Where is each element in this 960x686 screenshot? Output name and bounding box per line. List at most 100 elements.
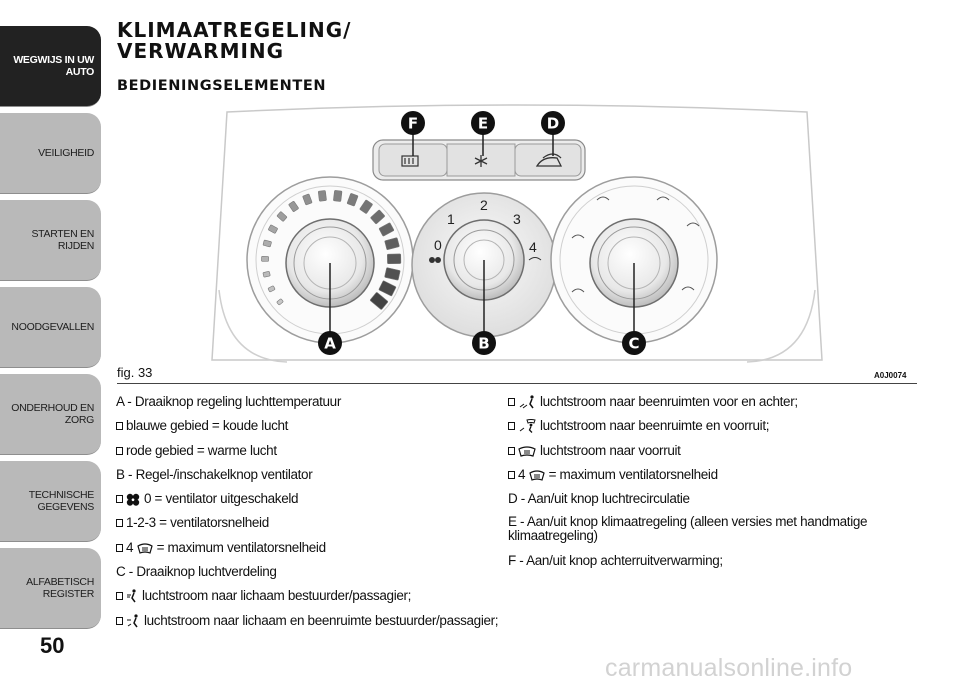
temperature-scale-segment <box>384 237 400 250</box>
temperature-scale-segment <box>288 201 299 212</box>
callout-b: B <box>478 335 489 353</box>
item-c-max: 4 = maximum ventilatorsnelheid <box>508 463 908 487</box>
temperature-scale-segment <box>378 280 397 297</box>
tab-veiligheid[interactable]: VEILIGHEID <box>0 113 101 194</box>
callout-f-marker <box>401 111 425 135</box>
airflow-body-icon <box>126 589 138 603</box>
temperature-scale-segment <box>370 209 385 225</box>
snowflake-icon <box>474 155 488 167</box>
temperature-scale-segment <box>333 190 343 202</box>
figure-code: A0J0074 <box>874 371 907 380</box>
item-d: D - Aan/uit knop luchtrecirculatie <box>508 491 690 507</box>
tab-label: ALFABETISCH REGISTER <box>26 576 94 600</box>
checkbox-bullet <box>116 422 123 431</box>
item-b-max: 4 = maximum ventilatorsnelheid <box>116 536 496 560</box>
temperature-scale-segment <box>261 255 269 262</box>
tab-starten-en-rijden[interactable]: STARTEN EN RIJDEN <box>0 200 101 281</box>
temperature-scale-segment <box>302 193 313 206</box>
checkbox-bullet <box>116 519 123 528</box>
fan-speed-4: 4 <box>529 239 537 255</box>
windscreen-defrost-icon <box>528 470 545 482</box>
temperature-scale-segment <box>346 193 359 207</box>
checkbox-bullet <box>116 446 123 455</box>
divider <box>117 383 917 384</box>
temperature-scale-segment <box>276 298 284 306</box>
item-b-off: 0 = ventilator uitgeschakeld <box>116 487 496 511</box>
tab-alfabetisch-register[interactable]: ALFABETISCH REGISTER <box>0 548 101 629</box>
tab-label: NOODGEVALLEN <box>11 321 94 333</box>
tab-technische-gegevens[interactable]: TECHNISCHE GEGEVENS <box>0 461 101 542</box>
fan-speed-3: 3 <box>513 211 521 227</box>
figure-caption: fig. 33 <box>117 365 153 380</box>
windscreen-defrost-icon <box>136 543 153 555</box>
callout-e: E <box>478 115 488 133</box>
left-column: A - Draaiknop regeling luchttemperatuur … <box>116 390 499 633</box>
checkbox-bullet <box>116 495 123 504</box>
callout-b-marker <box>472 331 496 355</box>
tab-onderhoud-en-zorg[interactable]: ONDERHOUD EN ZORG <box>0 374 101 455</box>
airflow-feet-icon <box>518 395 536 409</box>
fan-icon <box>126 493 140 506</box>
temperature-scale <box>261 190 402 310</box>
page-title: KLIMAATREGELING/ VERWARMING <box>117 18 352 63</box>
tab-label: WEGWIJS IN UW AUTO <box>13 54 94 78</box>
callout-c: C <box>628 335 639 353</box>
airflow-feet-windscreen-icon <box>518 419 536 434</box>
item-a-red: rode gebied = warme lucht <box>116 439 496 463</box>
item-e: E - Aan/uit knop klimaatregeling (alleen… <box>508 514 868 544</box>
temperature-scale-segment <box>268 224 278 234</box>
air-distribution-icons <box>571 196 700 293</box>
callout-a-marker <box>318 331 342 355</box>
checkbox-bullet <box>116 592 123 601</box>
tab-label: TECHNISCHE GEGEVENS <box>28 489 95 513</box>
tab-label: VEILIGHEID <box>38 147 94 159</box>
button-d <box>514 143 582 177</box>
windscreen-defrost-icon <box>518 445 536 458</box>
item-c-heading: C - Draaiknop luchtverdeling <box>116 564 277 580</box>
temperature-scale-segment <box>262 239 272 248</box>
item-c-body-feet: luchtstroom naar lichaam en beenruimte b… <box>116 609 499 633</box>
fan-icon <box>429 257 441 263</box>
tab-label: STARTEN EN RIJDEN <box>31 228 94 252</box>
temperature-scale-segment <box>276 211 288 222</box>
max-defrost-icon <box>528 257 542 261</box>
item-c-body: luchtstroom naar lichaam bestuurder/pass… <box>116 584 496 608</box>
item-c-feet-windscreen: luchtstroom naar beenruimte en voorruit; <box>508 414 908 438</box>
item-f: F - Aan/uit knop achterruitverwarming; <box>508 553 723 569</box>
checkbox-bullet <box>508 398 515 406</box>
rear-defrost-icon <box>401 155 419 167</box>
item-a-blue: blauwe gebied = koude lucht <box>116 414 496 438</box>
callout-d: D <box>547 115 559 133</box>
checkbox-bullet <box>116 543 123 552</box>
temperature-scale-segment <box>387 253 402 265</box>
section-title: BEDIENINGSELEMENTEN <box>117 78 327 94</box>
item-b-heading: B - Regel-/inschakelknop ventilator <box>116 466 313 482</box>
temperature-scale-segment <box>370 292 389 310</box>
tab-wegwijs-in-uw-auto[interactable]: WEGWIJS IN UW AUTO <box>0 26 101 107</box>
chapter-sidebar: WEGWIJS IN UW AUTO VEILIGHEID STARTEN EN… <box>0 26 101 635</box>
checkbox-bullet <box>116 616 123 625</box>
temperature-scale-segment <box>384 267 401 281</box>
fan-speed-2: 2 <box>480 197 488 213</box>
watermark: carmanualsonline.info <box>605 654 853 682</box>
temperature-scale-segment <box>359 199 373 214</box>
checkbox-bullet <box>508 422 515 431</box>
item-b-speed: 1-2-3 = ventilatorsnelheid <box>116 511 496 535</box>
console-outline <box>211 104 823 361</box>
callout-f: F <box>408 115 418 133</box>
right-column: luchtstroom naar beenruimten voor en ach… <box>508 390 908 574</box>
tab-noodgevallen[interactable]: NOODGEVALLEN <box>0 287 101 368</box>
page-number: 50 <box>40 633 65 658</box>
item-c-feet: luchtstroom naar beenruimten voor en ach… <box>508 390 908 414</box>
tab-label: ONDERHOUD EN ZORG <box>11 402 94 426</box>
item-a-heading: A - Draaiknop regeling luchttemperatuur <box>116 394 341 409</box>
item-c-windscreen: luchtstroom naar voorruit <box>508 439 908 463</box>
temperature-scale-segment <box>267 285 276 293</box>
callout-a: A <box>324 335 336 353</box>
climate-control-panel-illustration: 0 1 2 3 4 F E D A B C <box>211 104 823 363</box>
callout-d-marker <box>541 111 565 135</box>
fan-speed-0: 0 <box>434 237 442 253</box>
temperature-scale-segment <box>378 222 395 237</box>
temperature-scale-segment <box>318 190 327 202</box>
checkbox-bullet <box>508 470 515 479</box>
